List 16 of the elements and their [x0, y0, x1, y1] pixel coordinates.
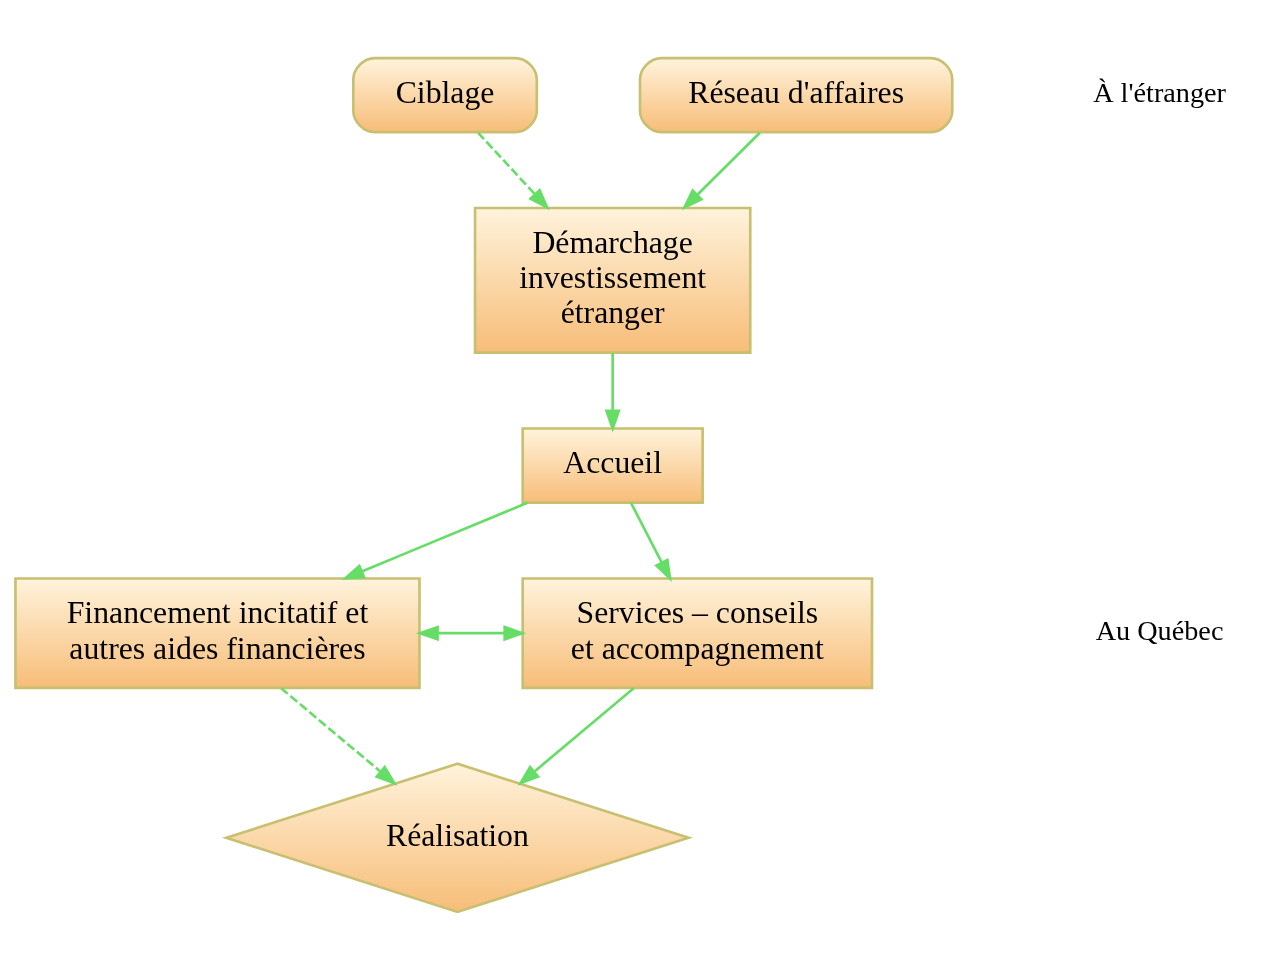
node-box: Accueil [521, 426, 704, 504]
node-box: Ciblage [352, 56, 539, 133]
arrow [681, 131, 761, 210]
label: À l'étranger [1093, 76, 1226, 108]
node-box: Financement incitatif et autres aides financières [14, 576, 421, 689]
arrow [629, 501, 672, 582]
node-box: Démarchage investissement étranger [473, 206, 752, 354]
arrow [341, 501, 528, 580]
label: Au Québec [1095, 614, 1224, 646]
arrow [517, 686, 635, 786]
arrow [415, 624, 527, 641]
arrow [477, 131, 550, 210]
node-box: Services – conseils et accompagnement [521, 576, 874, 689]
arrow [280, 686, 398, 786]
node-box: Réseau d'affaires [638, 56, 954, 133]
arrow [604, 352, 621, 432]
